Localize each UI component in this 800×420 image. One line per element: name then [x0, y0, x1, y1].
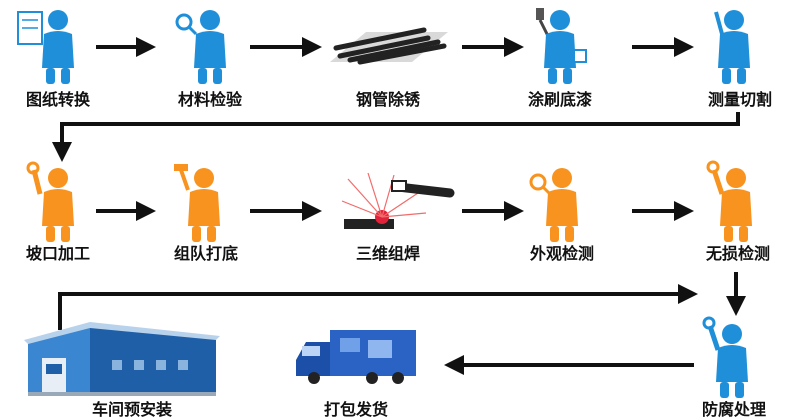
step-label: 外观检测: [529, 244, 594, 263]
step-label: 车间预安装: [91, 400, 172, 419]
step-drawing-conversion: [17, 10, 74, 84]
step-material-inspection: [175, 10, 226, 84]
step-measure-cut: [714, 10, 750, 84]
step-anticorrosion-treatment: [702, 316, 748, 398]
step-label: 图纸转换: [25, 90, 90, 109]
step-3d-assembly-welding: [341, 172, 455, 229]
step-label: 无损检测: [705, 244, 770, 263]
step-label: 组队打底: [173, 244, 238, 263]
worker-with-hammer-icon: [174, 164, 220, 242]
step-label: 材料检验: [177, 90, 242, 109]
step-label: 钢管除锈: [355, 90, 420, 109]
step-pack-and-ship: [296, 330, 416, 384]
step-label: 打包发货: [323, 400, 388, 419]
worker-with-paint-brush-icon: [536, 8, 587, 84]
worker-with-drawing-icon: [17, 10, 74, 84]
step-pipe-rust-removal: [330, 27, 448, 65]
worker-measuring-icon: [714, 10, 750, 84]
step-nondestructive-testing: [706, 160, 752, 242]
worker-with-magnifier-icon: [175, 10, 226, 84]
worker-with-magnifier-icon: [529, 168, 578, 242]
delivery-truck-icon: [296, 330, 416, 384]
step-bevel-machining: [26, 161, 74, 242]
worker-with-wrench-icon: [706, 160, 752, 242]
step-label: 坡口加工: [25, 244, 90, 263]
step-label: 涂刷底漆: [527, 90, 592, 109]
step-primer-painting: [536, 8, 587, 84]
step-label: 测量切割: [707, 90, 772, 109]
worker-with-wrench-icon: [702, 316, 748, 398]
step-label: 防腐处理: [701, 400, 766, 419]
worker-with-wrench-icon: [26, 161, 74, 242]
step-label: 三维组焊: [355, 244, 420, 263]
step-team-root-welding: [174, 164, 220, 242]
workshop-building-icon: [24, 322, 220, 396]
welding-sparks-icon: [341, 172, 455, 229]
step-visual-inspection: [529, 168, 578, 242]
steel-pipes-icon: [330, 27, 448, 65]
step-workshop-preassembly: [24, 322, 220, 396]
flow-arrow: [52, 112, 740, 162]
flow-arrow: [58, 284, 698, 330]
